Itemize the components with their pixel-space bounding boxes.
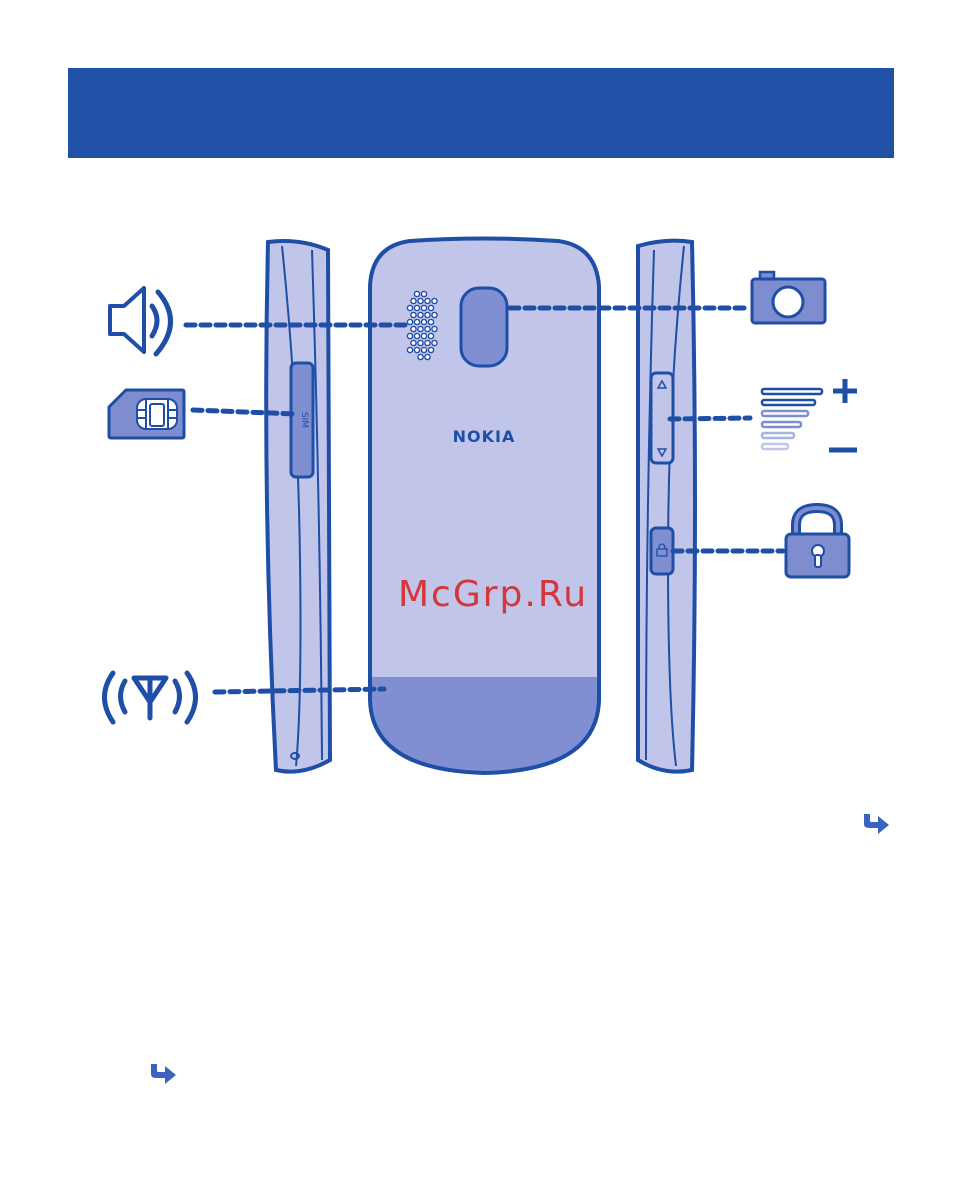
phone-back: NOKIA	[360, 239, 610, 788]
lock-key	[651, 528, 673, 574]
lock-icon	[786, 508, 849, 577]
camera-lens	[461, 288, 507, 366]
antenna-icon	[105, 673, 196, 722]
volume-icon	[762, 379, 857, 450]
speaker-icon	[110, 288, 171, 354]
sim-card-icon	[109, 390, 184, 438]
brand-logo: NOKIA	[453, 427, 516, 446]
battery-cover-panel	[360, 677, 610, 787]
phone-right-side	[638, 241, 695, 772]
sim-slot-label: SIM	[299, 412, 309, 428]
arrow-right-icon[interactable]	[861, 812, 891, 836]
camera-icon	[752, 272, 825, 323]
callout-line-antenna	[215, 689, 384, 692]
watermark-text: McGrp.Ru	[388, 574, 598, 615]
arrow-right-icon[interactable]	[148, 1062, 178, 1086]
